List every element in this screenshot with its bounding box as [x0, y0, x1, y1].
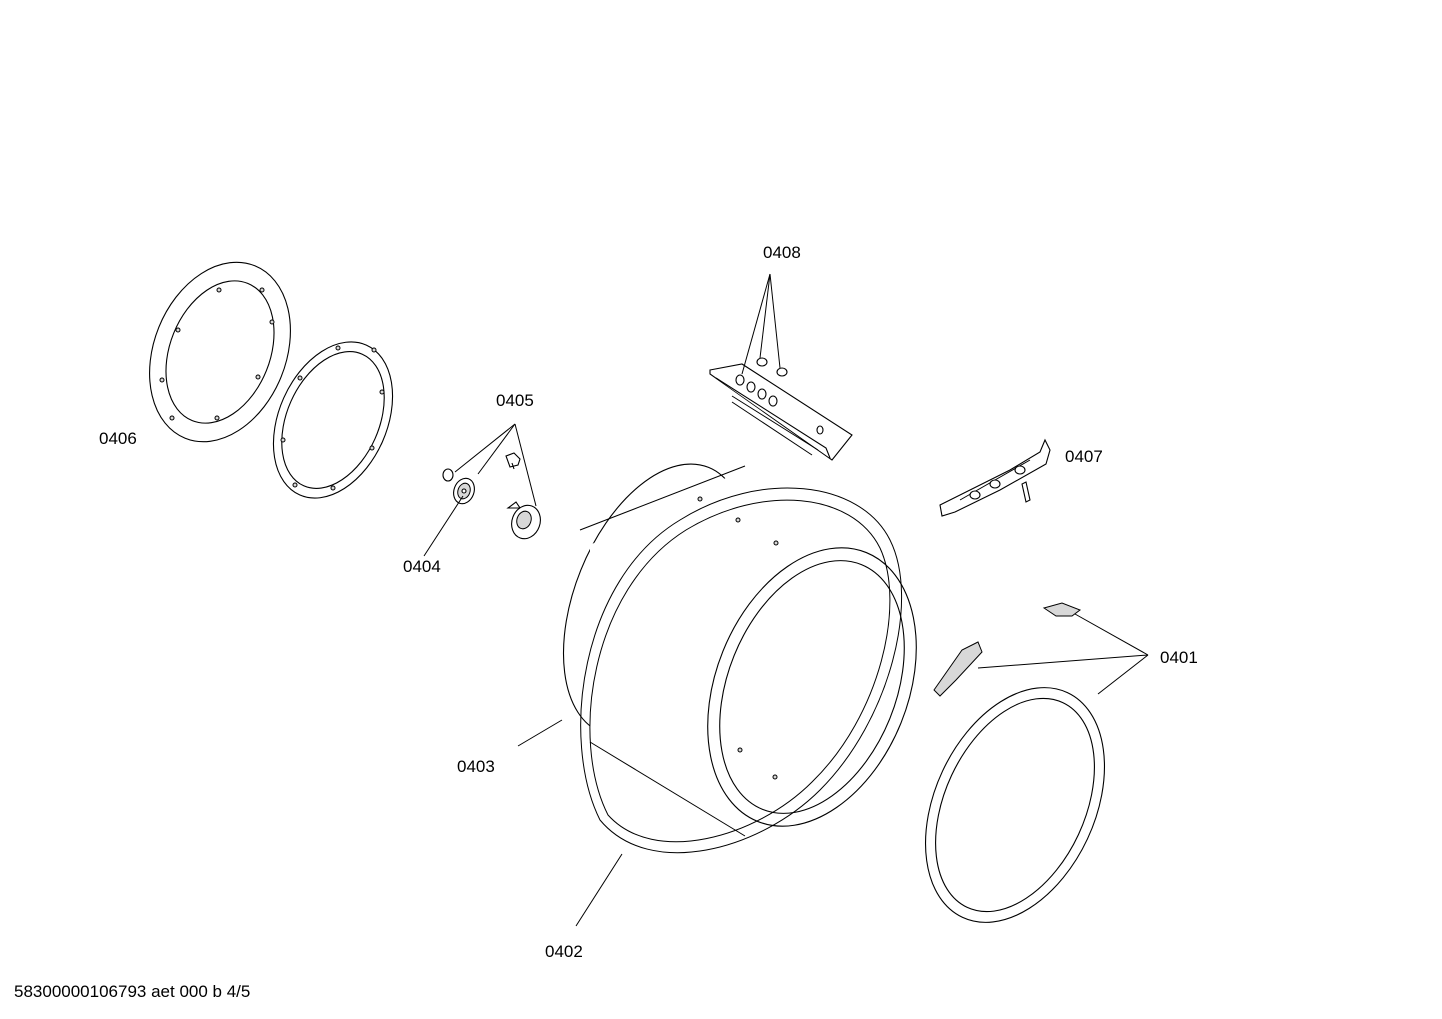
callout-0408: 0408: [763, 243, 801, 262]
callout-0406: 0406: [99, 429, 137, 448]
part-0401-clip-top: [1042, 602, 1082, 617]
part-0401-door-ring: [924, 687, 1106, 923]
part-0405-bolt: [505, 452, 521, 470]
callout-0407: 0407: [1065, 447, 1103, 466]
part-0402-belt-ring: [580, 487, 903, 854]
callout-0403: 0403: [457, 757, 495, 776]
part-0408-bracket: [709, 357, 853, 461]
callout-0405: 0405: [496, 391, 534, 410]
drawing-reference: 58300000106793 aet 000 b 4/5: [14, 982, 251, 1001]
part-0406-gasket-ring: [272, 341, 394, 499]
callout-0402: 0402: [545, 942, 583, 961]
part-0401-clip-side: [933, 641, 983, 697]
leader-lines: [423, 273, 1149, 927]
part-0404-roller: [442, 468, 475, 505]
part-0405-roller-wheel: [506, 501, 541, 540]
callout-0401: 0401: [1160, 648, 1198, 667]
part-0406-front-ring: [149, 261, 291, 443]
part-0407-latch: [939, 438, 1051, 517]
callout-0404: 0404: [403, 557, 441, 576]
part-0403-drum: [562, 463, 917, 838]
